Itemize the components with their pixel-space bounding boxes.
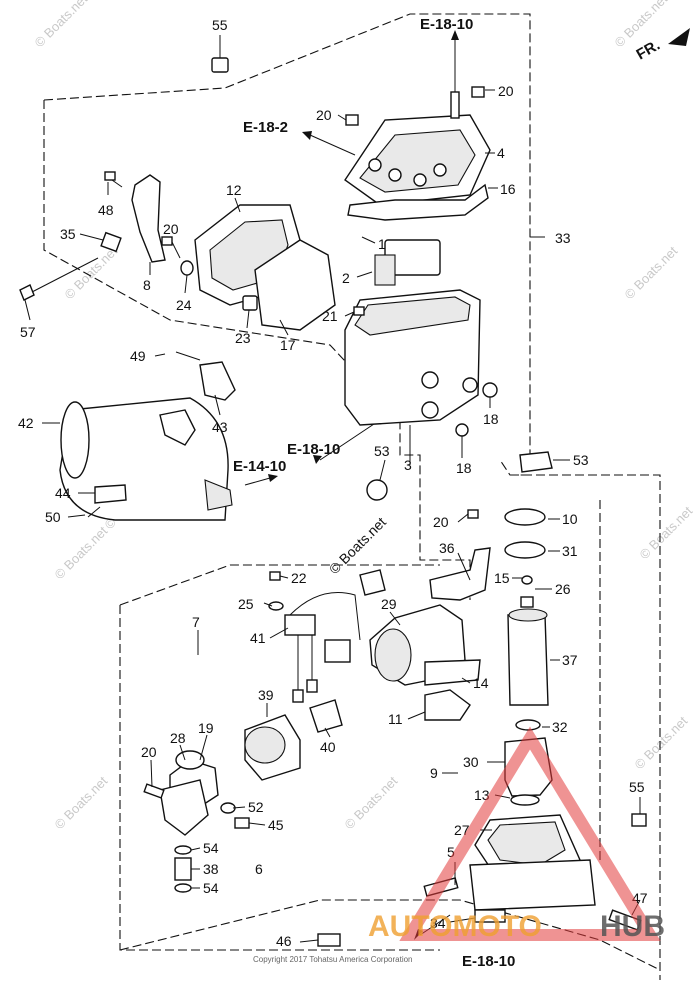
part-label: 55 — [629, 779, 645, 795]
part-label: 19 — [198, 720, 214, 736]
bracket-parts — [19, 171, 194, 301]
cover-plates — [194, 204, 336, 331]
part-label: 42 — [18, 415, 34, 431]
part-label: 23 — [235, 330, 251, 346]
part-label: 39 — [258, 687, 274, 703]
part-label: 43 — [212, 419, 228, 435]
part-label: 14 — [473, 675, 489, 691]
ref-label: E-18-2 — [243, 119, 288, 136]
direction-arrow-icon — [668, 28, 690, 46]
copyright-text: Copyright 2017 Tohatsu America Corporati… — [253, 955, 413, 964]
part-label: 1 — [378, 236, 386, 252]
ref-label: E-18-10 — [287, 441, 340, 458]
vapor-separator-cover — [344, 91, 491, 221]
brand-overlay: AUTOMOTO HUB — [368, 726, 665, 943]
watermark: © Boats.net — [342, 773, 401, 832]
part-label: 40 — [320, 739, 336, 755]
fuel-filter-canister — [59, 351, 236, 521]
part-label: 45 — [268, 817, 284, 833]
part-label: 18 — [483, 411, 499, 427]
part-label: 24 — [176, 297, 192, 313]
part-label: 21 — [322, 308, 338, 324]
part-label: 29 — [381, 596, 397, 612]
part-label: 31 — [562, 543, 578, 559]
assembly-boundary — [43, 13, 661, 980]
part-label: 2 — [342, 270, 350, 286]
part-label: 53 — [573, 452, 589, 468]
front-direction-indicator: FR. — [634, 28, 690, 64]
part-label: 17 — [280, 337, 296, 353]
part-label: 20 — [163, 221, 179, 237]
part-label: 52 — [248, 799, 264, 815]
brand-left: AUTOMOTO — [368, 910, 542, 943]
lower-left-parts — [143, 571, 361, 947]
part-label: 38 — [203, 861, 219, 877]
part-label: 44 — [55, 485, 71, 501]
part-label: 54 — [203, 880, 219, 896]
vapor-separator-body — [344, 239, 481, 426]
watermark: © Boats.net — [637, 503, 695, 562]
part-label: 37 — [562, 652, 578, 668]
part-label: 28 — [170, 730, 186, 746]
watermark: © Boats.net — [52, 773, 111, 832]
watermark: © Boats.net — [622, 243, 681, 302]
part-label: 15 — [494, 570, 510, 586]
ref-label: E-18-10 — [420, 16, 473, 33]
part-label: 26 — [555, 581, 571, 597]
middle-parts — [359, 451, 553, 721]
part-label: 7 — [192, 614, 200, 630]
part-number-labels: 55 20 4 16 33 20 1 2 21 18 18 3 53 53 12… — [18, 17, 648, 949]
part-label: 10 — [562, 511, 578, 527]
part-label: 20 — [498, 83, 514, 99]
brand-triangle-icon — [399, 726, 661, 941]
reference-labels: E-18-10 E-18-2 E-18-10 E-14-10 E-18-10 — [233, 16, 515, 970]
watermark: © Boats.net — [32, 0, 91, 50]
ref-label: E-18-10 — [462, 953, 515, 970]
part-label: 36 — [439, 540, 455, 556]
part-label: 55 — [212, 17, 228, 33]
part-label: 46 — [276, 933, 292, 949]
part-label: 35 — [60, 226, 76, 242]
part-label: 25 — [238, 596, 254, 612]
part-label: 57 — [20, 324, 36, 340]
part-label: 49 — [130, 348, 146, 364]
part-label: 12 — [226, 182, 242, 198]
part-label: 20 — [433, 514, 449, 530]
part-label: 3 — [404, 457, 412, 473]
part-label: 11 — [388, 711, 403, 727]
ref-label: E-14-10 — [233, 458, 286, 475]
part-label: 20 — [141, 744, 157, 760]
part-label: 53 — [374, 443, 390, 459]
part-label: 41 — [250, 630, 266, 646]
brand-right: HUB — [600, 910, 665, 943]
watermark: © Boats.net — [632, 713, 691, 772]
part-label: 30 — [463, 754, 479, 770]
fuel-pump-assembly — [423, 508, 647, 931]
part-label: 9 — [430, 765, 438, 781]
part-label: 5 — [447, 844, 455, 860]
part-label: 4 — [497, 145, 505, 161]
part-label: 32 — [552, 719, 568, 735]
direction-label: FR. — [634, 37, 663, 64]
watermark: © Boats.net — [52, 523, 111, 582]
part-label: 18 — [456, 460, 472, 476]
part-label: 8 — [143, 277, 151, 293]
part-label: 33 — [555, 230, 571, 246]
part-label: 16 — [500, 181, 516, 197]
part-label: 6 — [255, 861, 263, 877]
part-label: 22 — [291, 570, 307, 586]
part-label: 34 — [430, 915, 446, 931]
part-label: 50 — [45, 509, 61, 525]
part-label: 20 — [316, 107, 332, 123]
watermark: © Boats.net — [612, 0, 671, 50]
part-label: 48 — [98, 202, 114, 218]
part-label: 54 — [203, 840, 219, 856]
center-watermark: © Boats.net — [326, 514, 389, 577]
